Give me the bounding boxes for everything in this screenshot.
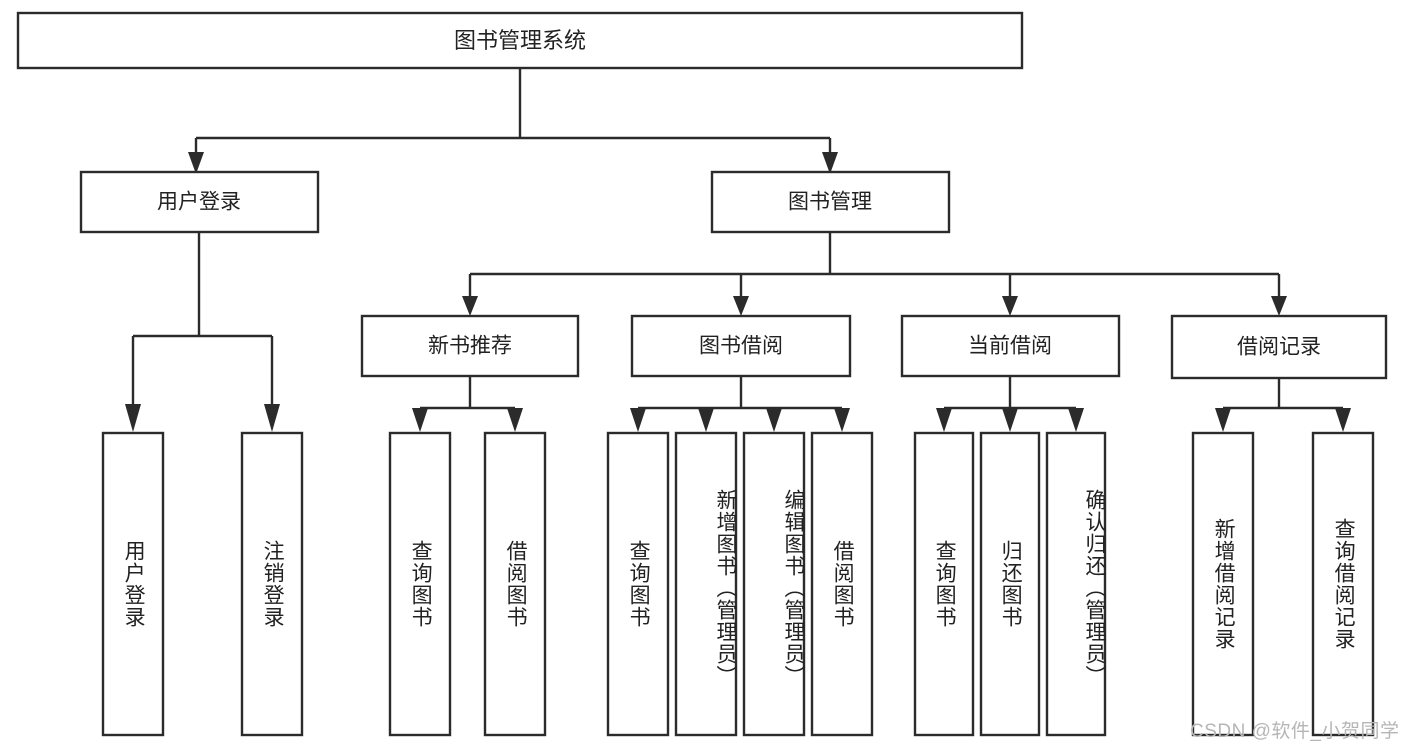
arrow-head-current-l1 — [936, 408, 952, 432]
node-new-book-recommend-label: 新书推荐 — [428, 335, 512, 358]
node-user-login[interactable]: 用户登录 — [79, 170, 320, 234]
leaf-box-add-borrow-record[interactable] — [1191, 431, 1255, 737]
node-borrow-record-label: 借阅记录 — [1237, 336, 1321, 359]
leaf-box-confirm-return-admin[interactable] — [1045, 431, 1107, 737]
arrow-head-record-l1 — [1215, 408, 1231, 432]
arrow-head-current — [1002, 296, 1018, 316]
arrow-head-leaf-user-login — [125, 404, 141, 432]
leaf-box-group — [101, 431, 1375, 737]
arrow-head-record-l2 — [1335, 408, 1351, 432]
node-new-book-recommend[interactable]: 新书推荐 — [360, 314, 580, 378]
arrow-head-current-l2 — [1002, 408, 1018, 432]
leaf-box-borrow-book[interactable] — [810, 431, 874, 737]
node-new-book-recommend-box[interactable] — [360, 314, 580, 378]
arrow-head-record — [1271, 296, 1287, 316]
arrow-head-newbook-l1 — [412, 408, 428, 432]
leaf-box-query-book-borrow[interactable] — [606, 431, 670, 737]
arrow-head-borrow — [733, 296, 749, 316]
leaf-box-query-book-current[interactable] — [913, 431, 975, 737]
leaf-box-edit-book-admin[interactable] — [742, 431, 806, 737]
csdn-watermark: CSDN @软件_小贺同学 — [1190, 721, 1400, 742]
arrow-head-borrow-l3 — [766, 408, 782, 432]
node-user-login-box[interactable] — [79, 170, 320, 234]
arrow-head-userlogin — [188, 152, 204, 174]
node-root[interactable]: 图书管理系统 — [16, 11, 1024, 70]
leaf-box-borrow-book-recommend[interactable] — [483, 431, 547, 737]
node-current-borrow[interactable]: 当前借阅 — [900, 314, 1121, 378]
arrow-head-current-l3 — [1068, 408, 1084, 432]
node-root-label: 图书管理系统 — [454, 28, 586, 53]
node-book-borrow-label: 图书借阅 — [699, 335, 783, 358]
leaf-box-logout[interactable] — [240, 431, 304, 737]
leaf-box-query-borrow-record[interactable] — [1311, 431, 1375, 737]
node-current-borrow-label: 当前借阅 — [968, 335, 1052, 358]
arrow-head-borrow-l2 — [698, 408, 714, 432]
node-book-management-box[interactable] — [710, 170, 951, 234]
arrow-head-newbook-l2 — [507, 408, 523, 432]
node-borrow-record[interactable]: 借阅记录 — [1170, 314, 1388, 380]
node-user-login-label: 用户登录 — [157, 191, 241, 214]
leaf-box-return-book[interactable] — [979, 431, 1041, 737]
node-borrow-record-box[interactable] — [1170, 314, 1388, 380]
arrow-head-borrow-l4 — [834, 408, 850, 432]
leaf-box-query-book-recommend[interactable] — [388, 431, 452, 737]
leaf-box-user-login[interactable] — [101, 431, 165, 737]
node-book-borrow-box[interactable] — [630, 314, 852, 378]
leaf-box-add-book-admin[interactable] — [674, 431, 738, 737]
arrow-head-borrow-l1 — [630, 408, 646, 432]
node-book-management[interactable]: 图书管理 — [710, 170, 951, 234]
node-current-borrow-box[interactable] — [900, 314, 1121, 378]
connector-group — [125, 68, 1351, 432]
node-book-management-label: 图书管理 — [788, 191, 872, 214]
arrow-head-leaf-logout — [264, 404, 280, 432]
arrow-head-newbook — [462, 296, 478, 316]
arrow-head-bookmgmt — [822, 152, 838, 174]
node-book-borrow[interactable]: 图书借阅 — [630, 314, 852, 378]
node-root-box[interactable] — [16, 11, 1024, 70]
